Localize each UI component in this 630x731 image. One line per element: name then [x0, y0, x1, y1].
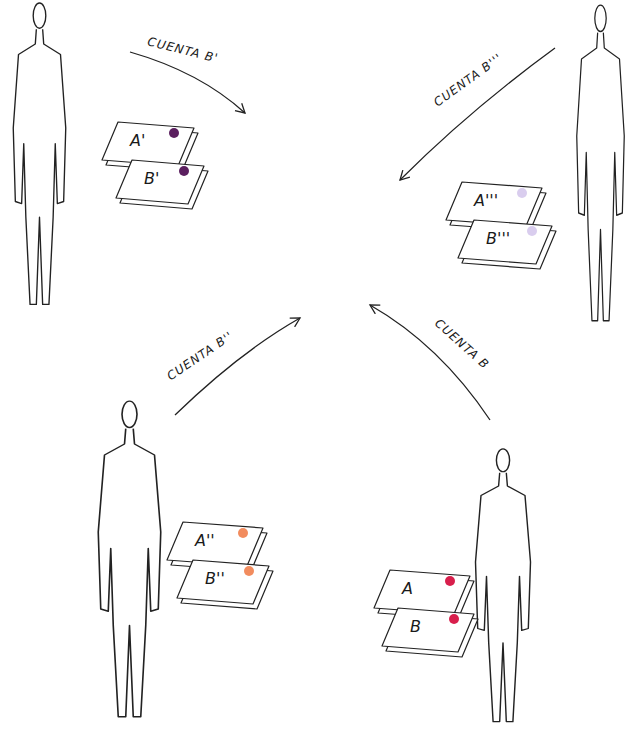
paper-stack: A''	[165, 520, 265, 568]
paper-stack: B	[380, 606, 476, 654]
arrow-label: CUENTA B'''	[429, 49, 507, 112]
color-dot	[238, 528, 248, 538]
color-dot	[179, 166, 189, 176]
paper-sheet	[116, 160, 204, 204]
arrow	[130, 52, 245, 113]
paper-stack: A'''	[444, 180, 544, 228]
paper-sheet	[177, 560, 269, 604]
sheet-letter: B''	[205, 571, 225, 587]
sheet-letter: B'''	[486, 231, 510, 247]
arrow-label: CUENTA B'	[144, 33, 222, 67]
paper-sheet	[374, 570, 470, 614]
color-dot	[169, 128, 179, 138]
sheet-letter: A'''	[474, 193, 498, 209]
color-dot	[527, 226, 537, 236]
arrow-label: CUENTA B''	[162, 327, 238, 385]
sheet-letter: A'	[130, 133, 145, 149]
arrow-label: CUENTA B	[430, 314, 494, 374]
paper-outline	[380, 606, 482, 660]
paper-sheet	[382, 608, 474, 652]
paper-stack: B''	[175, 558, 271, 606]
arrow	[400, 48, 555, 180]
paper-outline	[175, 558, 277, 612]
sheet-letter: B	[410, 619, 421, 635]
paper-sheet	[458, 220, 552, 264]
person-figure	[98, 401, 161, 717]
color-dot	[244, 566, 254, 576]
person-figure	[577, 5, 625, 321]
color-dot	[517, 188, 527, 198]
paper-outline	[114, 158, 212, 212]
paper-stack: B'	[114, 158, 206, 206]
sheet-letter: B'	[144, 171, 159, 187]
color-dot	[445, 576, 455, 586]
color-dot	[449, 614, 459, 624]
paper-sheet	[446, 182, 542, 226]
person-figure	[13, 3, 66, 304]
paper-sheet	[102, 122, 194, 166]
person-figure	[476, 449, 531, 722]
paper-stack: A	[372, 568, 472, 616]
paper-sheet	[167, 522, 263, 566]
paper-stack: B'''	[456, 218, 554, 266]
sheet-letter: A''	[195, 533, 215, 549]
sheet-letter: A	[402, 581, 413, 597]
